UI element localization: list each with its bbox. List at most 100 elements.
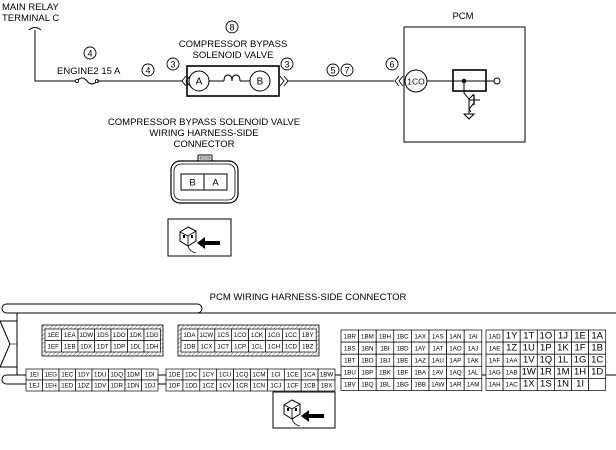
pcm-block3-pin-label: 1AR bbox=[449, 382, 462, 389]
pcm-block3-pin-label: 1BC bbox=[397, 333, 410, 340]
pcm-block2-top-pin-label: 1BZ bbox=[302, 343, 314, 350]
pcm-block2-top-pin-label: 1CD bbox=[285, 343, 298, 350]
pcm-block3-pin-label: 1BH bbox=[379, 333, 391, 340]
pcm-block2-top-pin-label: 1DA bbox=[183, 332, 196, 339]
pcm-block1-bottom-pin-label: 1DR bbox=[111, 383, 124, 390]
pcm-block3-pin-label: 1BB bbox=[414, 382, 426, 389]
valve-pin-b-circle bbox=[249, 70, 271, 92]
pcm-block4-pin-label: 1Z bbox=[506, 342, 517, 353]
pcm-block4-pin-label: 1N bbox=[557, 379, 569, 390]
pcm-block1-top-pin-label: 1DL bbox=[130, 343, 142, 350]
pcm-block2-top-pin-label: 1CG bbox=[268, 332, 281, 339]
pcm-block3-pin-label: 1BU bbox=[344, 370, 356, 377]
pcm-block4-pin-label: 1AD bbox=[489, 333, 502, 340]
pcm-block2-bottom-pin-label: 1DC bbox=[185, 372, 198, 379]
pcm-block2-bottom-pin-label: 1CF bbox=[287, 383, 299, 390]
valve-connector-title-line1: COMPRESSOR BYPASS SOLENOID VALVE bbox=[108, 117, 300, 128]
valve-connector-right-chevron bbox=[279, 75, 289, 87]
pcm-block3-pin-label: 1AK bbox=[467, 357, 480, 364]
pcm-block3-pin-label: 1AY bbox=[415, 345, 426, 352]
pcm-block3-pin-label: 1AI bbox=[468, 333, 478, 340]
pcm-block4-pin-label: 1H bbox=[574, 367, 586, 378]
pcm-block3-pin-label: 1BA bbox=[414, 370, 427, 377]
pcm-block4-pin-label: 1W bbox=[522, 367, 536, 378]
pcm-block1-top-pin-label: 1DP bbox=[113, 343, 125, 350]
fuse-label: ENGINE2 15 A bbox=[57, 66, 121, 77]
pcm-block1-top-pin-label: 1DG bbox=[146, 332, 159, 339]
pcm-title: PCM bbox=[452, 11, 473, 22]
pcm-block3-pin-label: 1BP bbox=[362, 370, 374, 377]
pcm-block3-pin-label: 1BJ bbox=[380, 357, 391, 364]
marker-pcm-connector-text: 6 bbox=[389, 60, 394, 70]
pcm-block4-pin-label: 1M bbox=[556, 367, 569, 378]
pcm-block2-bottom-pin-label: 1CA bbox=[304, 372, 317, 379]
pcm-block2-top-pin-label: 1CC bbox=[285, 332, 298, 339]
pcm-block3-pin-label: 1BG bbox=[396, 382, 409, 389]
pcm-block4-pin-label: 1U bbox=[523, 342, 535, 353]
main-relay-terminal-symbol bbox=[28, 27, 42, 31]
pcm-block2-top-pin-label: 1CL bbox=[251, 343, 263, 350]
valve-title-line1: COMPRESSOR BYPASS bbox=[179, 39, 288, 50]
pcm-block3-pin-label: 1AJ bbox=[468, 345, 479, 352]
pcm-block3-pin-label: 1BR bbox=[344, 333, 357, 340]
marker-pcm-side-a bbox=[326, 63, 340, 77]
pcm-block1-bottom-pin-label: 1EJ bbox=[29, 383, 40, 390]
pcm-output-node bbox=[493, 77, 501, 85]
pcm-block3-pin-label: 1AW bbox=[431, 382, 444, 389]
pcm-block3-pin-label: 1BF bbox=[397, 370, 409, 377]
wire-relay-to-fuse bbox=[34, 30, 77, 82]
pcm-block1-top-pin-label: 1DX bbox=[80, 343, 92, 350]
pcm-block4-pin-label: 1D bbox=[591, 367, 603, 378]
pcm-block4-pin-label: 1AF bbox=[489, 357, 501, 364]
pcm-block1-bottom-pin-label: 1EI bbox=[30, 372, 40, 379]
pcm-block1-top-pin-label: 1DH bbox=[146, 343, 158, 350]
pcm-block3-pin-label: 1BD bbox=[397, 345, 410, 352]
pcm-block1-bottom-pin-label: 1DN bbox=[127, 383, 139, 390]
pcm-block1-top-pin-label: 1EB bbox=[64, 343, 76, 350]
pcm-block4-pin-label: 1AE bbox=[489, 345, 501, 352]
pcm-block3-pin-label: 1AU bbox=[432, 357, 444, 364]
transistor-symbol bbox=[463, 81, 480, 114]
pcm-block3-pin-label: 1BI bbox=[380, 345, 390, 352]
pcm-block2-top-pin-label: 1CK bbox=[251, 332, 264, 339]
valve-connector-face: B A bbox=[170, 154, 239, 204]
pcm-block1-top-cell bbox=[143, 340, 161, 353]
pcm-block4-pin-label: 1AG bbox=[488, 370, 501, 377]
pcm-block4-pin-label: 1C bbox=[591, 354, 603, 365]
marker-fuse-top-text: 4 bbox=[87, 49, 92, 59]
pcm-block1-bottom-pin-label: 1EG bbox=[45, 372, 58, 379]
pcm-connector-chevron bbox=[394, 75, 404, 87]
marker-fuse-side-text: 4 bbox=[145, 66, 150, 76]
pcm-block4-pin-label: 1R bbox=[540, 367, 552, 378]
harness-side-icon-pcm bbox=[272, 391, 336, 429]
pcm-block4-pin-label: 1Y bbox=[506, 330, 518, 341]
pcm-block2-bottom-pin-label: 1CE bbox=[287, 372, 299, 379]
pcm-block3-pin-label: 1AZ bbox=[415, 357, 427, 364]
valve-connector-left-chevron bbox=[181, 75, 191, 87]
marker-fuse-top bbox=[83, 46, 97, 60]
pcm-block2-bottom-pin-label: 1CQ bbox=[236, 372, 249, 379]
pcm-block1-top-pin-label: 1DT bbox=[97, 343, 109, 350]
fuse-end-left bbox=[75, 79, 80, 84]
main-relay-label: MAIN RELAY TERMINAL C bbox=[2, 2, 60, 24]
pcm-block4-pin-label: 1K bbox=[557, 342, 569, 353]
pcm-block4-cell bbox=[588, 378, 607, 391]
pcm-block2-bottom-pin-label: 1DE bbox=[168, 372, 180, 379]
pcm-block2-top-pin-label: 1CS bbox=[217, 332, 229, 339]
pcm-block4-pin-label: 1AA bbox=[506, 357, 519, 364]
pcm-block1-bottom-pin-label: 1ED bbox=[61, 383, 74, 390]
pcm-block2-bottom-cell bbox=[317, 379, 336, 392]
pcm-block4-pin-label: 1V bbox=[523, 354, 535, 365]
pcm-block2-bottom-pin-label: 1CN bbox=[253, 383, 265, 390]
pcm-block2-bottom-pin-label: 1CU bbox=[219, 372, 231, 379]
pcm-block4-pin-label: 1J bbox=[558, 330, 568, 341]
pcm-block1-bottom-cell bbox=[141, 379, 159, 392]
pcm-block3-pin-label: 1BV bbox=[344, 382, 357, 389]
pcm-block2-bottom-pin-label: 1CI bbox=[271, 372, 281, 379]
pcm-block2-bottom-pin-label: 1DD bbox=[185, 383, 198, 390]
pcm-block3-pin-label: 1BN bbox=[361, 345, 373, 352]
pcm-block2-bottom-pin-label: 1CR bbox=[236, 383, 249, 390]
valve-pin-a: A bbox=[196, 77, 203, 88]
pcm-block1-top-pin-label: 1DK bbox=[130, 332, 143, 339]
